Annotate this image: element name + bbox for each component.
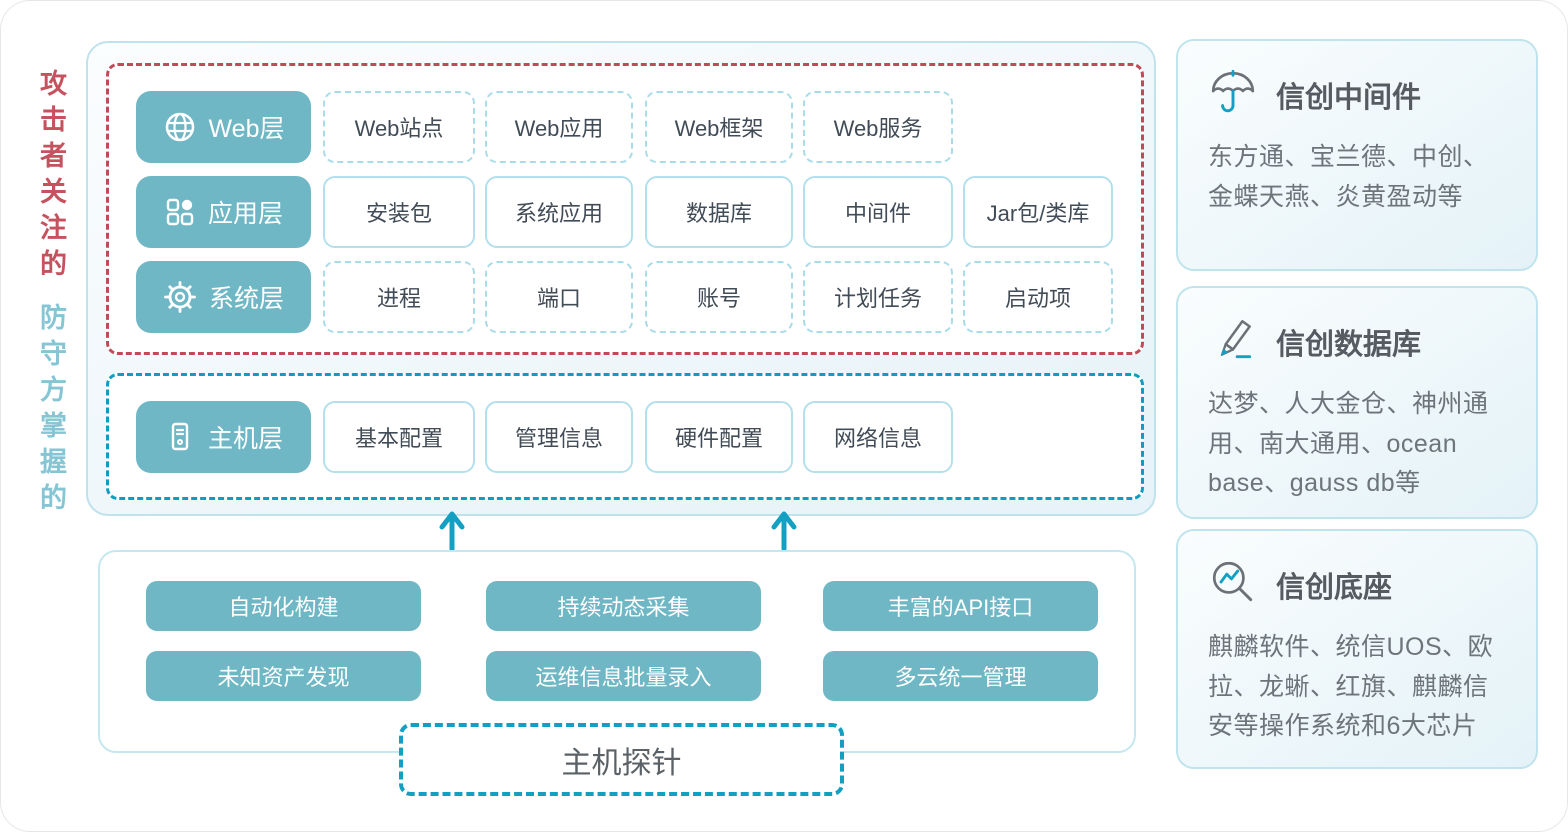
up-arrow-icon xyxy=(771,511,797,552)
layer-label: 应用层 xyxy=(136,176,311,248)
magnifier-icon xyxy=(1208,557,1258,612)
layer-item: 端口 xyxy=(485,261,633,333)
panel-body: 麒麟软件、统信UOS、欧拉、龙蜥、红旗、麒麟信安等操作系统和6大芯片 xyxy=(1208,633,1494,740)
panel-title: 信创数据库 xyxy=(1276,328,1422,361)
panel-body: 东方通、宝兰德、中创、金蝶天燕、炎黄盈动等 xyxy=(1208,143,1489,211)
layer-row: 主机层 基本配置管理信息硬件配置网络信息 xyxy=(88,401,1154,473)
panel-body: 达梦、人大金仓、神州通用、南大通用、ocean base、gauss db等 xyxy=(1208,390,1489,497)
layer-item: Web应用 xyxy=(485,91,633,163)
layer-item: 中间件 xyxy=(803,176,953,248)
feature-button: 丰富的API接口 xyxy=(823,581,1098,631)
layer-item: Web站点 xyxy=(323,91,475,163)
layer-item: 管理信息 xyxy=(485,401,633,473)
globe-icon xyxy=(163,110,197,144)
feature-button: 多云统一管理 xyxy=(823,651,1098,701)
layer-item: Web服务 xyxy=(803,91,953,163)
panel-title: 信创底座 xyxy=(1276,571,1393,604)
xinchuang-database-panel: 信创数据库 达梦、人大金仓、神州通用、南大通用、ocean base、gauss… xyxy=(1176,286,1538,519)
layer-item: Web框架 xyxy=(645,91,793,163)
feature-button: 运维信息批量录入 xyxy=(486,651,761,701)
attacker-side-label: 攻击者关注的 xyxy=(36,69,66,285)
layer-label-text: 主机层 xyxy=(207,425,283,453)
layer-item: 系统应用 xyxy=(485,176,633,248)
umbrella-icon xyxy=(1208,67,1258,122)
layer-item: 基本配置 xyxy=(323,401,475,473)
layer-item: 计划任务 xyxy=(803,261,953,333)
feature-button: 持续动态采集 xyxy=(486,581,761,631)
layer-item: 数据库 xyxy=(645,176,793,248)
defender-side-label: 防守方掌握的 xyxy=(36,303,66,519)
apps-icon xyxy=(164,196,196,228)
up-arrow-icon xyxy=(439,511,465,552)
host-icon xyxy=(164,421,196,453)
layer-item: Jar包/类库 xyxy=(963,176,1113,248)
host-probe-box: 主机探针 xyxy=(399,723,844,796)
layer-label: 系统层 xyxy=(136,261,311,333)
layer-label-text: Web层 xyxy=(208,115,285,143)
layer-item: 安装包 xyxy=(323,176,475,248)
layer-label-text: 系统层 xyxy=(208,285,284,313)
layer-label-text: 应用层 xyxy=(207,200,283,228)
gear-icon xyxy=(163,280,197,314)
layer-row: 系统层 进程端口账号计划任务启动项 xyxy=(88,261,1154,333)
layer-item: 网络信息 xyxy=(803,401,953,473)
xinchuang-middleware-panel: 信创中间件 东方通、宝兰德、中创、金蝶天燕、炎黄盈动等 xyxy=(1176,39,1538,271)
xinchuang-base-panel: 信创底座 麒麟软件、统信UOS、欧拉、龙蜥、红旗、麒麟信安等操作系统和6大芯片 xyxy=(1176,529,1538,769)
layer-label: 主机层 xyxy=(136,401,311,473)
layer-label: Web层 xyxy=(136,91,311,163)
panel-title: 信创中间件 xyxy=(1276,81,1422,114)
layer-item: 启动项 xyxy=(963,261,1113,333)
layer-item: 硬件配置 xyxy=(645,401,793,473)
layer-item: 进程 xyxy=(323,261,475,333)
feature-button: 自动化构建 xyxy=(146,581,421,631)
feature-button: 未知资产发现 xyxy=(146,651,421,701)
layer-item: 账号 xyxy=(645,261,793,333)
pencil-icon xyxy=(1208,314,1258,369)
